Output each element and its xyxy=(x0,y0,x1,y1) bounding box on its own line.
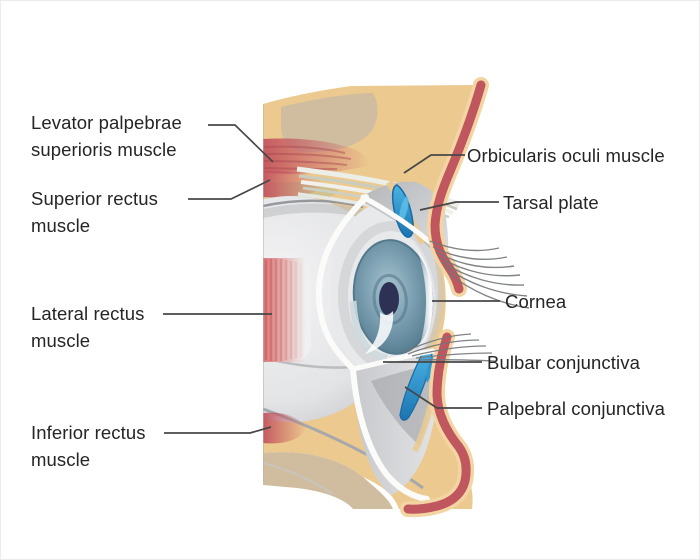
levator-palpebrae-shape xyxy=(263,138,371,174)
label-levator-palpebrae: Levator palpebrae superioris muscle xyxy=(31,109,182,163)
label-line: muscle xyxy=(31,215,91,236)
leader-tarsal xyxy=(419,201,499,211)
label-line: Levator palpebrae xyxy=(31,112,182,133)
label-line: Lateral rectus xyxy=(31,303,145,324)
lower-eyelashes xyxy=(403,333,497,362)
pupil xyxy=(379,282,399,316)
leader-inferior xyxy=(164,426,272,434)
pupil-highlight xyxy=(365,311,394,354)
skin-orbicularis-band-lower xyxy=(400,329,475,518)
leader-palpebral xyxy=(404,386,482,409)
brow-deep-tissue xyxy=(281,93,378,153)
label-palpebral-conjunctiva: Palpebral conjunctiva xyxy=(487,398,665,419)
label-superior-rectus: Superior rectus muscle xyxy=(31,185,158,239)
lateral-rectus-shape xyxy=(263,258,311,362)
label-line: Inferior rectus xyxy=(31,422,146,443)
cheek-deep-tissue xyxy=(263,452,393,509)
label-line: Superior rectus xyxy=(31,188,158,209)
label-orbicularis-oculi: Orbicularis oculi muscle xyxy=(467,145,665,166)
leader-lines xyxy=(163,124,500,434)
label-line: muscle xyxy=(31,330,91,351)
label-bulbar-conjunctiva: Bulbar conjunctiva xyxy=(487,352,640,373)
label-line: muscle xyxy=(31,449,91,470)
label-cornea: Cornea xyxy=(505,291,567,312)
label-line: superioris muscle xyxy=(31,139,177,160)
label-lateral-rectus: Lateral rectus muscle xyxy=(31,300,144,354)
leader-orbicularis xyxy=(403,154,465,174)
upper-eyelashes xyxy=(429,240,530,309)
eye-opening-crescent xyxy=(315,194,369,372)
skin-orbicularis-band-upper xyxy=(426,77,489,297)
label-tarsal-plate: Tarsal plate xyxy=(503,192,599,213)
cornea-bulge xyxy=(413,239,433,359)
leader-superior xyxy=(188,179,271,200)
label-inferior-rectus: Inferior rectus muscle xyxy=(31,419,146,473)
leader-levator xyxy=(208,124,274,163)
inferior-rectus-shape xyxy=(263,412,307,444)
